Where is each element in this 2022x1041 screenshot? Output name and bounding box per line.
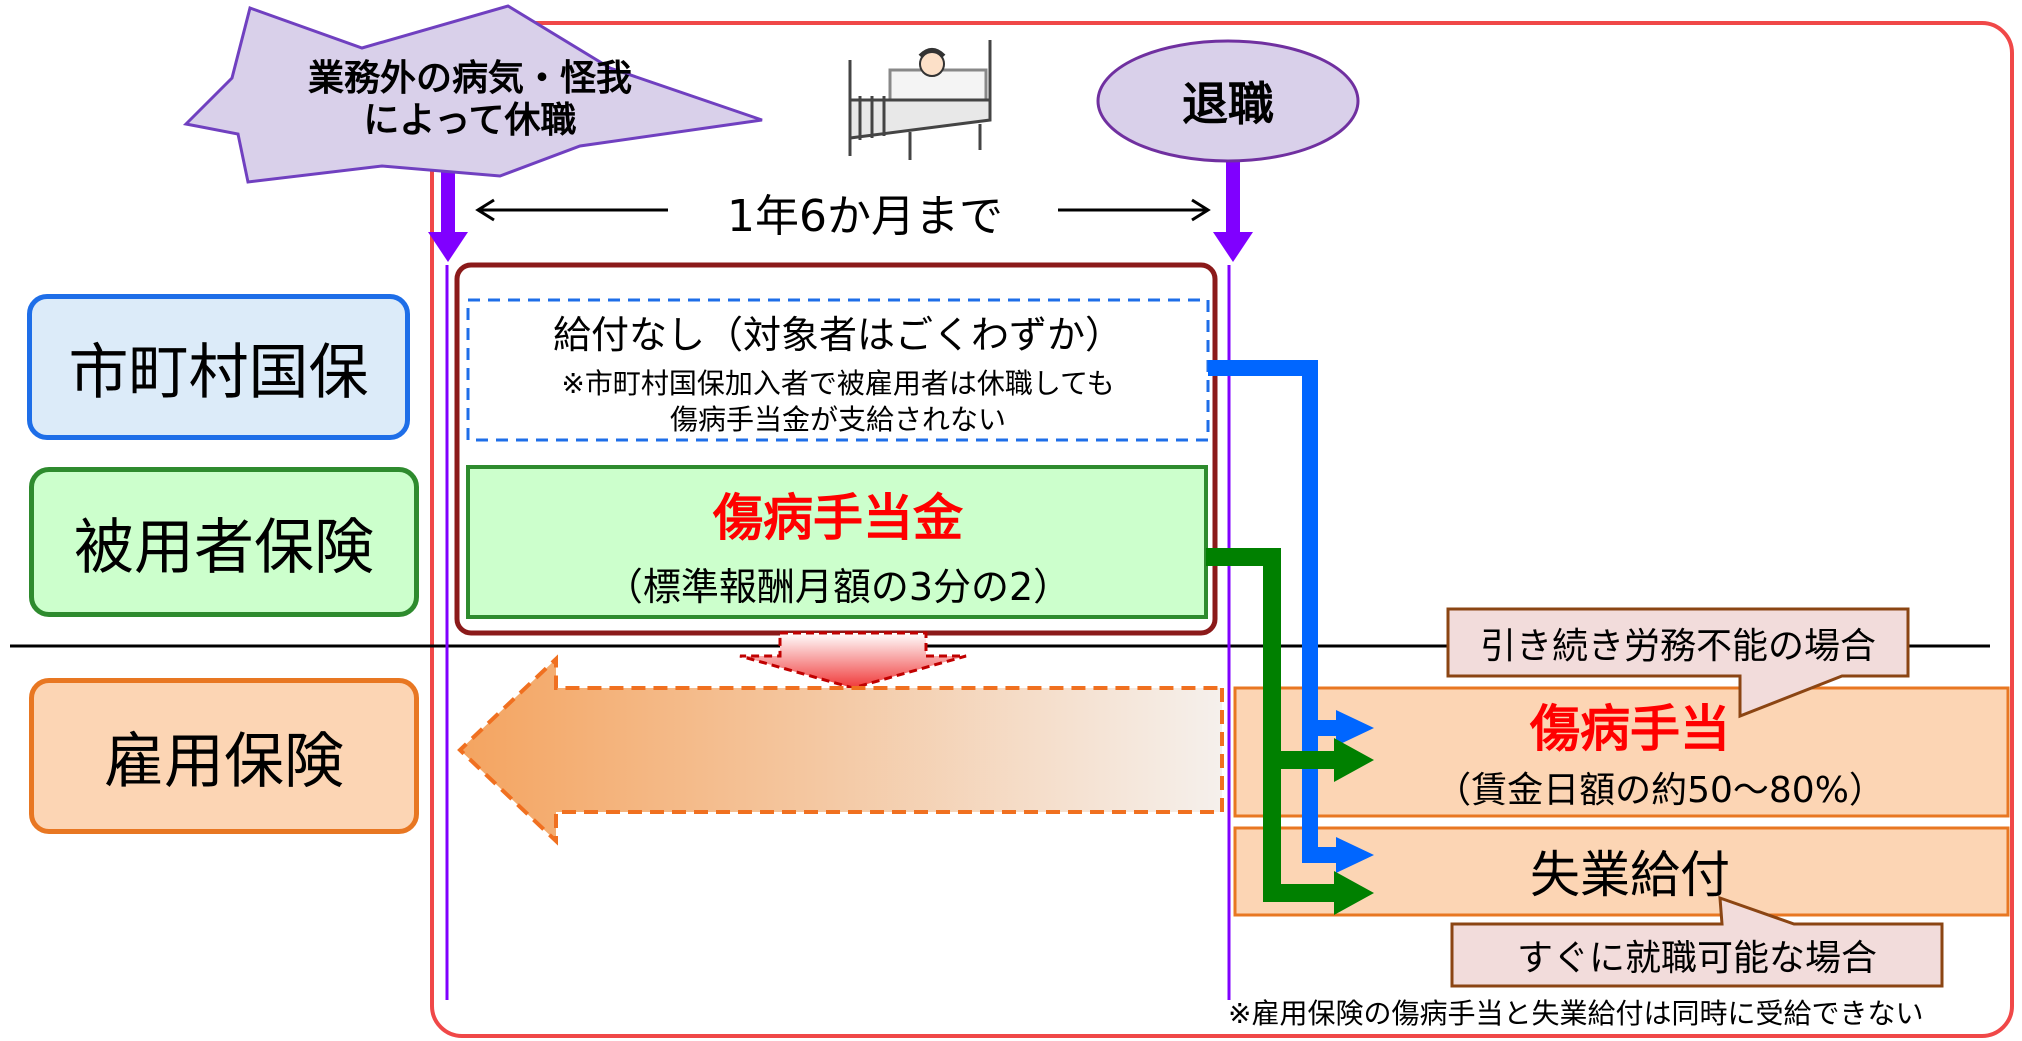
footnote: ※雇用保険の傷病手当と失業給付は同時に受給できない — [1228, 997, 1924, 1030]
callout-employable-shape — [1450, 895, 1944, 988]
period-label: 1年6か月まで — [727, 191, 1003, 242]
retire-down-arrow — [1213, 160, 1253, 262]
sickness-benefit-sub: （賃金日額の約50～80%） — [1435, 770, 1885, 811]
green-arrowhead-2 — [1334, 871, 1374, 915]
blue-arrowhead-1 — [1336, 710, 1374, 746]
row-label-kokuho: 市町村国保 — [27, 294, 410, 440]
row-label-hiyosha-text: 被用者保険 — [74, 512, 374, 583]
leave-star-shape — [182, 4, 763, 184]
transition-down-arrow — [739, 631, 967, 690]
blue-arrowhead-2 — [1336, 837, 1374, 873]
retire-event-label: 退職 — [1182, 77, 1274, 131]
kokuho-title: 給付なし（対象者はごくわずか） — [552, 312, 1123, 357]
green-route-arrows — [1206, 548, 1338, 902]
retire-ellipse — [1096, 39, 1360, 163]
row-label-koyo: 雇用保険 — [29, 678, 419, 834]
unemployment-box — [1233, 826, 2010, 917]
leave-down-arrow — [428, 165, 468, 262]
blue-route-arrows — [1208, 360, 1338, 863]
sickness-benefit-title: 傷病手当 — [1530, 700, 1730, 758]
kokuho-note: ※市町村国保加入者で被雇用者は休職しても 傷病手当金が支給されない — [561, 367, 1115, 436]
sickness-benefit-box — [1233, 686, 2010, 818]
row-label-kokuho-text: 市町村国保 — [68, 337, 369, 408]
koyo-left-arrow — [457, 654, 1224, 846]
hiyosha-sub: （標準報酬月額の3分の2） — [604, 564, 1072, 609]
period-arrows — [475, 198, 1211, 222]
bed-icon — [848, 40, 992, 160]
row-label-hiyosha: 被用者保険 — [29, 467, 419, 617]
callout-continued-text: 引き続き労務不能の場合 — [1479, 626, 1876, 667]
hiyosha-title: 傷病手当金 — [713, 489, 963, 547]
green-arrowhead-1 — [1334, 738, 1374, 782]
leave-event-label: 業務外の病気・怪我 によって休職 — [307, 58, 632, 141]
hiyosha-green-box — [466, 465, 1208, 619]
outer-frame — [430, 21, 2014, 1038]
row-label-koyo-text: 雇用保険 — [104, 726, 344, 797]
callout-employable-text: すぐに就職可能な場合 — [1516, 938, 1877, 979]
callout-continued-shape — [1446, 607, 1910, 719]
kokuho-dashed-box — [466, 298, 1210, 442]
unemployment-title: 失業給付 — [1530, 846, 1730, 904]
